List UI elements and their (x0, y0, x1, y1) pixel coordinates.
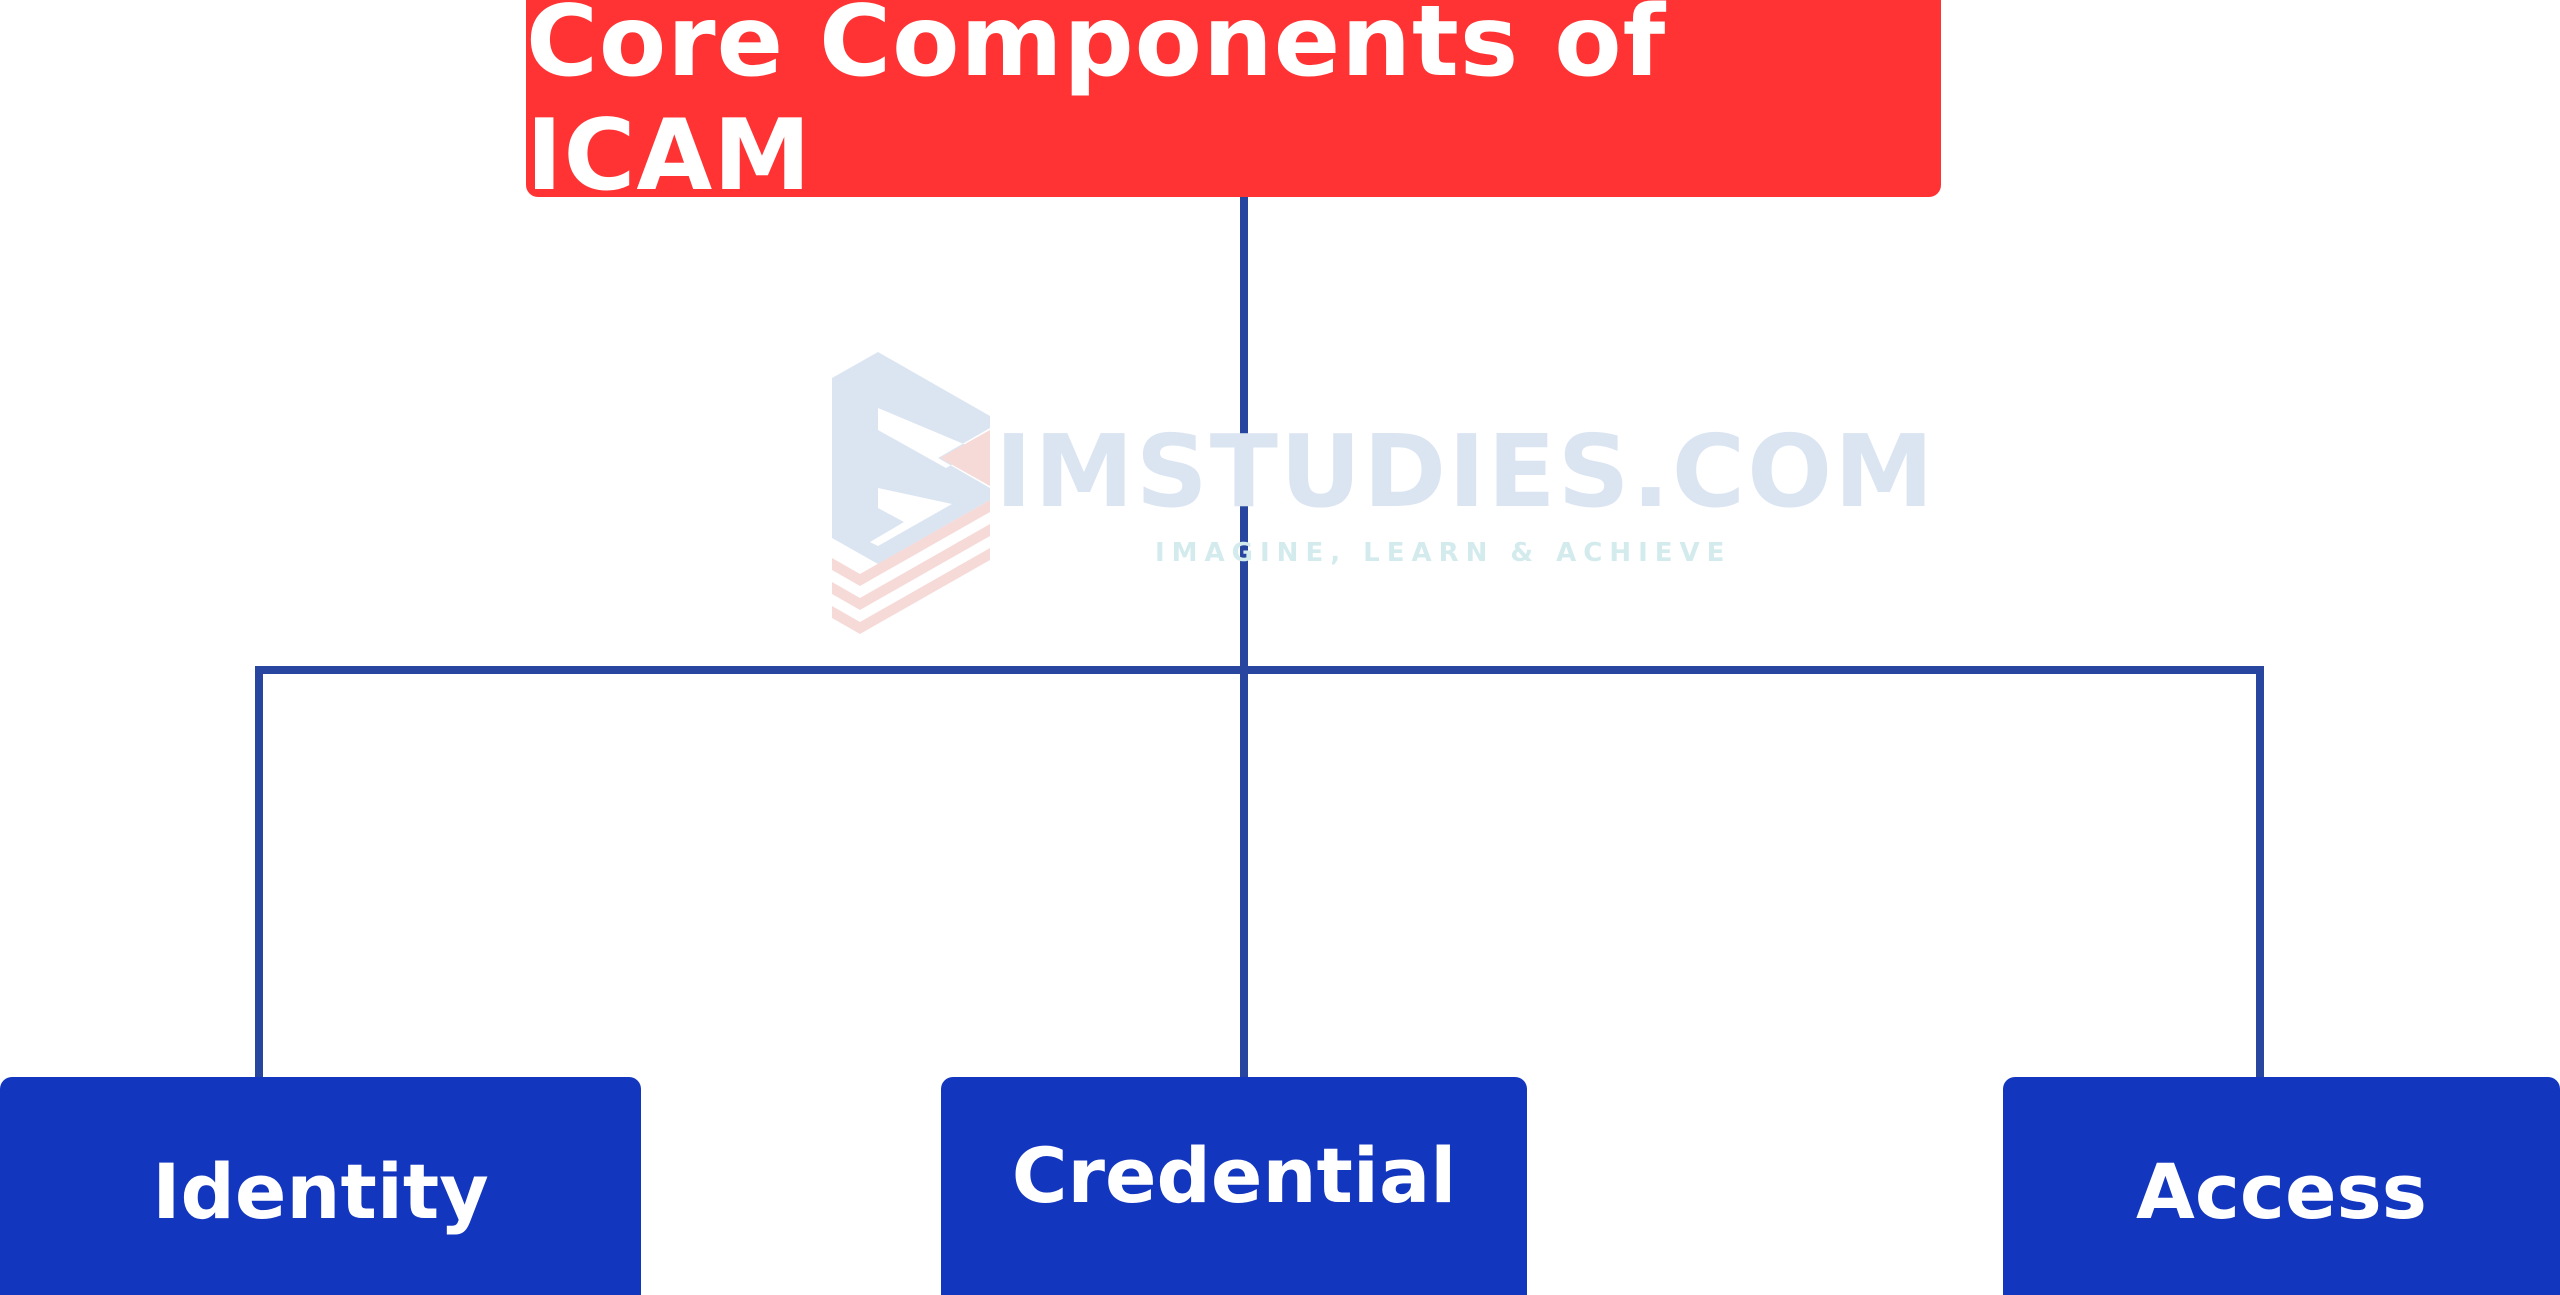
watermark-logo-red-triangle (940, 430, 990, 486)
root-node-label: Core Components of ICAM (526, 0, 1667, 213)
watermark-logo-stripe-2 (832, 524, 990, 610)
watermark-tagline: IMAGINE, LEARN & ACHIEVE (1155, 538, 1732, 568)
watermark-logo-s-shape (832, 352, 990, 564)
root-node-core-components: Core Components of ICAM (526, 0, 1941, 213)
watermark-brand-text: IMSTUDIES.COM (995, 413, 1936, 530)
watermark-logo-stripe-3 (832, 548, 990, 634)
watermark: IMSTUDIES.COM IMAGINE, LEARN & ACHIEVE (830, 350, 1934, 640)
child-node-identity: Identity (0, 1077, 641, 1295)
child-node-label-credential: Credential (1011, 1130, 1457, 1220)
child-node-credential: Credential (941, 1077, 1527, 1295)
watermark-logo (832, 352, 990, 634)
child-node-access: Access (2003, 1077, 2560, 1295)
child-node-label-access: Access (2136, 1146, 2427, 1236)
child-node-label-identity: Identity (152, 1146, 489, 1236)
watermark-logo-stripe-4 (832, 500, 990, 586)
